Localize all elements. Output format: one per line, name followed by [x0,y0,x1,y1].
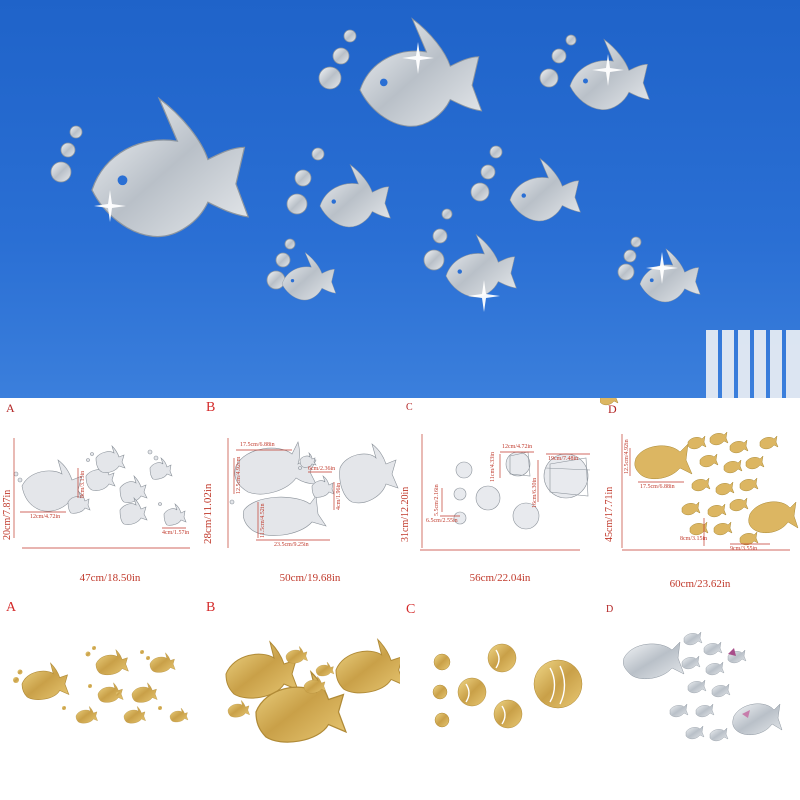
panel-letter: B [206,400,216,415]
width-dimension: 60cm/23.62in [669,578,731,590]
dim-label-2: 11cm/4.33in [490,452,496,482]
layout-diagram [227,438,399,548]
dim-label-5: 5.5cm/2.16in [434,484,440,516]
fish-top-center [359,18,483,127]
radiator [706,330,800,398]
dim-label-2: 12.5cm/4.92cm [236,456,242,494]
dim-label-4: 6.5cm/2.55in [426,518,458,524]
gold-fish-set-c [432,643,583,729]
dim-label-3: 4cm/1.57in [162,530,190,536]
width-dimension: 56cm/22.04in [469,572,531,584]
gold-fish-set-b [225,639,400,743]
dim-label-3: 19cm/7.48in [548,456,579,462]
width-dimension: 47cm/18.50in [79,572,141,584]
dim-label-6: 4cm/1.96in [336,482,342,510]
height-dimension: 28cm/11.02in [202,483,214,544]
small-decoration [728,648,750,718]
spec-panel-b: B 28cm/11.02in 17.5cm/6.88in 12.5cm/4.92… [200,398,400,598]
panel-letter: A [6,600,17,615]
layout-diagram [600,398,799,551]
layout-diagram [13,438,190,549]
layout-diagram [420,434,591,551]
width-dimension: 50cm/19.68in [279,572,341,584]
color-panel-d: D [600,598,800,800]
gold-fish-set-a [13,646,189,724]
dim-label-5: 11.5cm/4.52in [260,503,266,538]
dim-label-4: 23.5cm/9.25in [274,542,309,548]
fish-large-left [91,97,249,238]
height-dimension: 31cm/12.20in [400,486,411,542]
fish-top-right [569,39,650,110]
dim-label-2: 8cm/3.15in [80,470,86,498]
dim-label-4: 9cm/3.55in [730,546,758,552]
dim-label-1: 12cm/4.72in [502,444,533,450]
height-dimension: 20cm/7.87in [2,489,13,540]
spec-panel-d: D [600,398,800,598]
bubbles [50,29,642,290]
color-panel-a: A [0,598,200,800]
dim-label-3: 8cm/3.15in [680,536,708,542]
panel-letter: A [6,401,15,415]
panel-letter: D [606,604,614,615]
silver-fish-set-d [623,631,783,742]
height-dimension: 45cm/17.71in [604,486,615,542]
dim-label-6: 16cm/6.30in [532,477,538,508]
silver-fish-wall-decal [50,18,800,398]
dim-label-1: 12.5cm/4.92in [624,439,630,474]
color-panel-c: C [400,598,600,800]
fish-bottom-center [445,234,517,298]
spec-panel-c: C 31cm/12.20in 12cm/4.72in 11cm/4.33in 1… [400,398,600,598]
panel-letter: C [406,402,413,413]
panel-letter: C [406,602,416,617]
dim-label-1: 12cm/4.72in [30,514,61,520]
dim-label-1: 17.5cm/6.88in [240,442,275,448]
panel-letter: B [206,600,216,615]
fish-bottom-right [639,248,701,303]
dim-label-3: 6cm/2.36in [308,466,336,472]
fish-middle-left [319,164,391,228]
spec-panel-a: A 20cm/7.87in 12cm/4.72in 8cm/3.15in 4cm… [0,398,200,598]
fish-middle-right [509,158,581,222]
hero-photo [0,0,800,398]
dim-label-2: 17.5cm/6.88in [640,484,675,490]
color-panel-b: B [200,598,400,800]
panel-letter: D [608,402,617,416]
